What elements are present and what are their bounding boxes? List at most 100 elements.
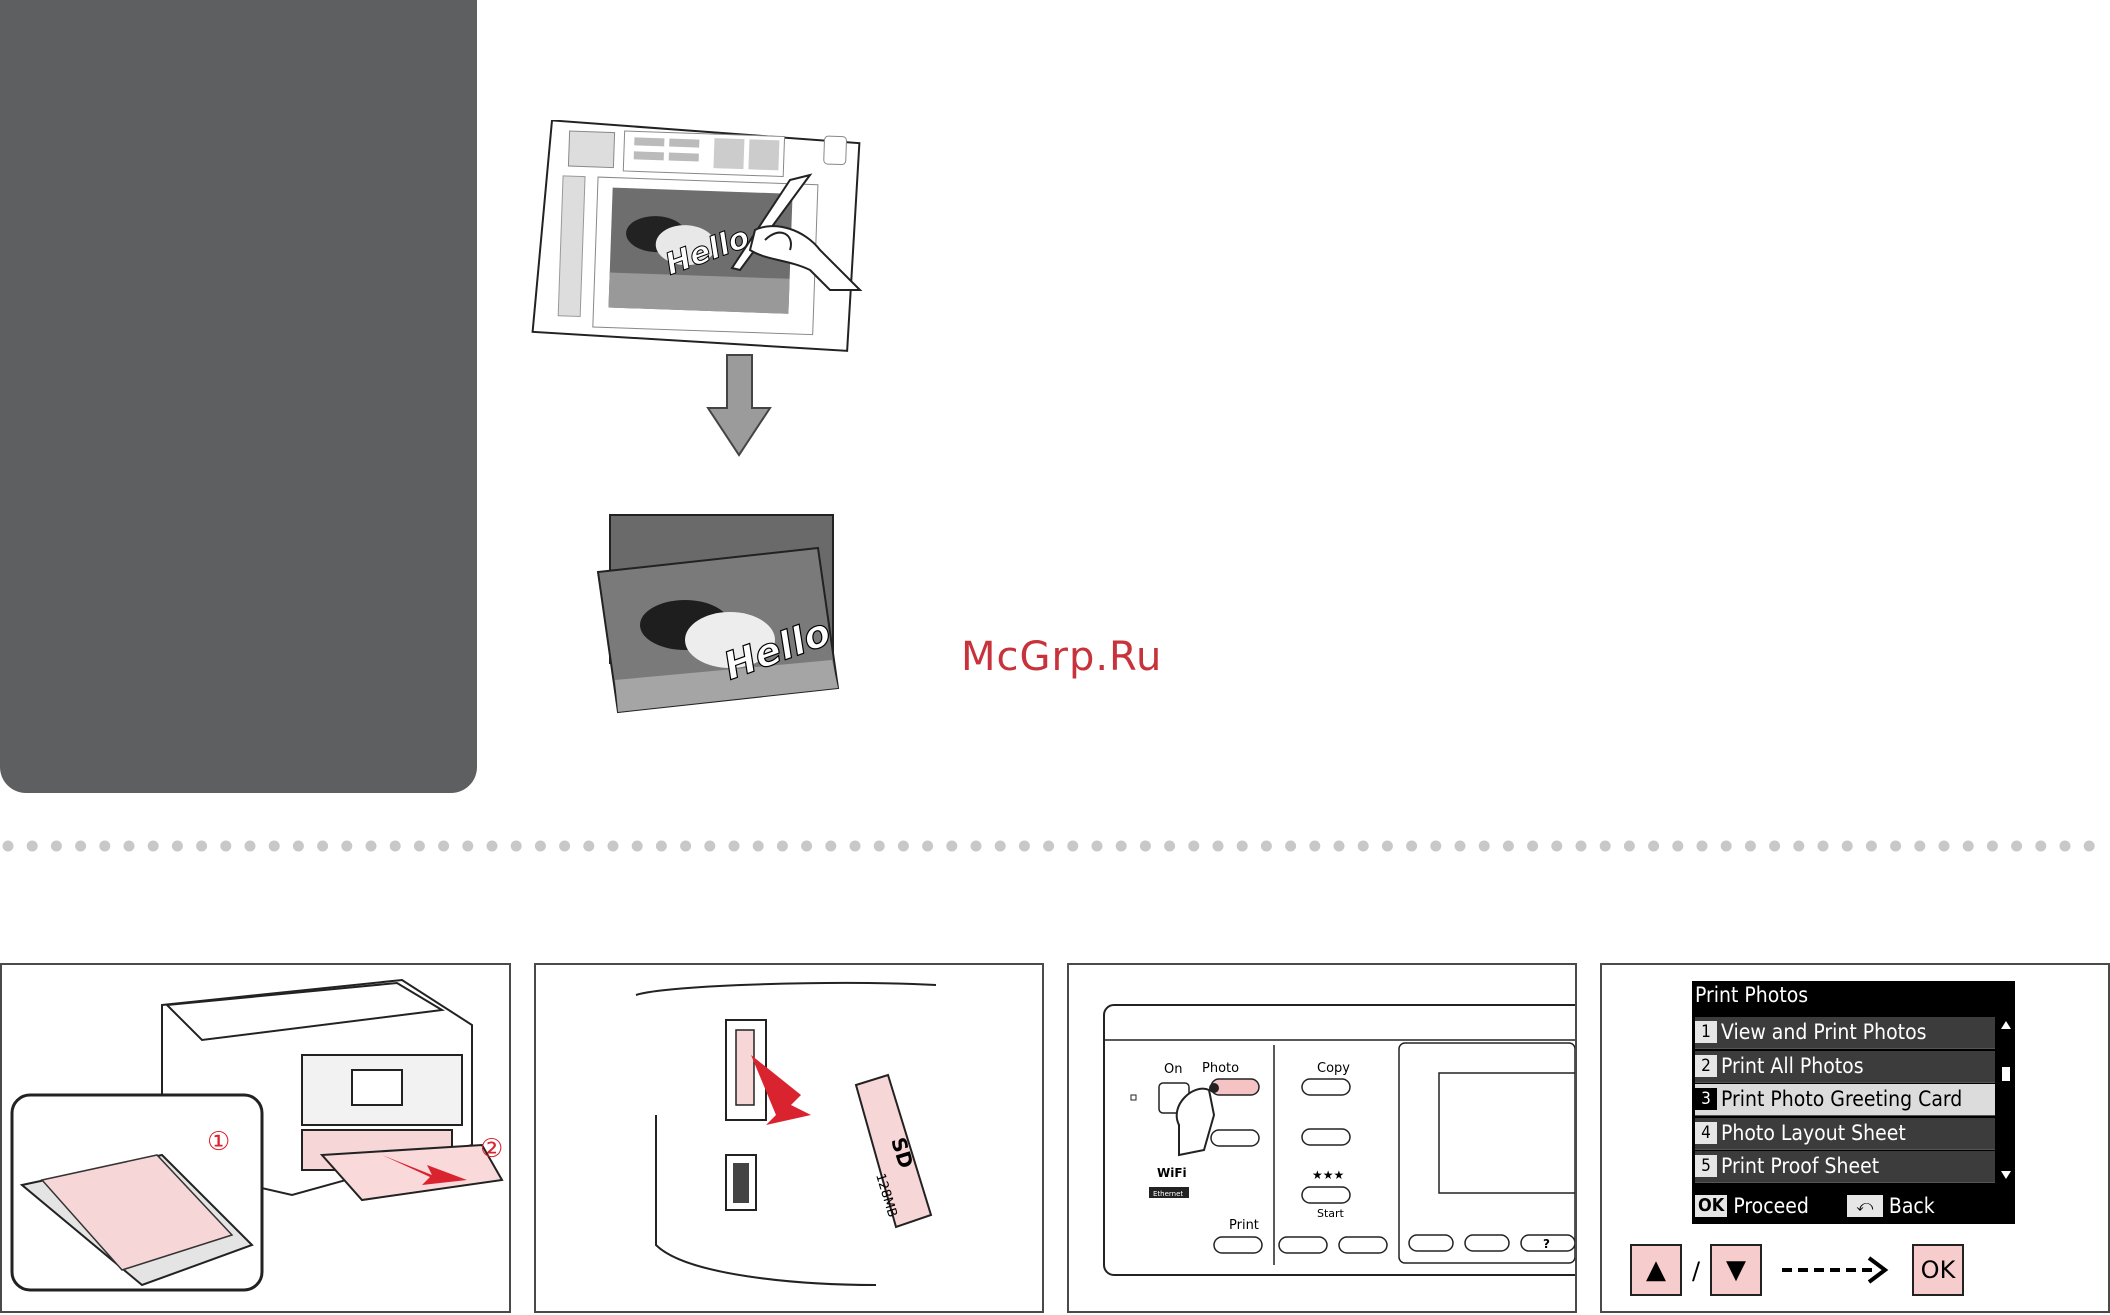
- copy-label: Copy: [1317, 1061, 1350, 1076]
- separator-dot: [1092, 841, 1103, 852]
- dotted-separator: [0, 838, 2110, 854]
- separator-dot: [511, 841, 522, 852]
- separator-dot: [414, 841, 425, 852]
- down-button[interactable]: ▼: [1710, 1244, 1762, 1296]
- step-1-marker: ①: [207, 1127, 230, 1157]
- separator-dot: [1067, 841, 1078, 852]
- menu-footer: OK Proceed ⤺ Back: [1692, 1188, 2015, 1224]
- print-button[interactable]: [1214, 1237, 1262, 1253]
- menu-item-label: Print All Photos: [1721, 1054, 1864, 1078]
- lcd-screen: [1439, 1073, 1575, 1193]
- separator-dot: [1140, 841, 1151, 852]
- separator-dot: [2011, 841, 2022, 852]
- separator-dot: [172, 841, 183, 852]
- separator-dot: [535, 841, 546, 852]
- on-label: On: [1164, 1062, 1182, 1077]
- separator-dot: [1334, 841, 1345, 852]
- menu-item-number: 1: [1695, 1021, 1717, 1043]
- proceed-label: Proceed: [1733, 1194, 1809, 1218]
- separator-dot: [608, 841, 619, 852]
- menu-item-number: 4: [1695, 1122, 1717, 1144]
- separator-dot: [1503, 841, 1514, 852]
- separator-dot: [366, 841, 377, 852]
- printer-paper-illustration: ① ②: [2, 965, 509, 1311]
- template-sheet: Hello: [532, 120, 859, 351]
- up-button[interactable]: ▲: [1630, 1244, 1682, 1296]
- scan-button[interactable]: [1302, 1129, 1350, 1145]
- separator-dot: [1116, 841, 1127, 852]
- menu-item-label: Print Proof Sheet: [1721, 1154, 1879, 1178]
- scroll-up-icon: [2001, 1021, 2011, 1029]
- separator-dot: [1842, 841, 1853, 852]
- menu-item-number: 2: [1695, 1055, 1717, 1077]
- separator-dot: [245, 841, 256, 852]
- menu-item-label: Photo Layout Sheet: [1721, 1121, 1906, 1145]
- quality-button[interactable]: [1302, 1187, 1350, 1203]
- separator-dot: [753, 841, 764, 852]
- start-color-button[interactable]: [1339, 1237, 1387, 1253]
- separator-dot: [850, 841, 861, 852]
- separator-dot: [1576, 841, 1587, 852]
- menu-item-number: 5: [1695, 1155, 1717, 1177]
- separator-dot: [1188, 841, 1199, 852]
- separator-dot: [874, 841, 885, 852]
- photo-label: Photo: [1202, 1061, 1239, 1076]
- separator-dot: [148, 841, 159, 852]
- key-separator: /: [1692, 1257, 1700, 1285]
- separator-dot: [99, 841, 110, 852]
- menu-item-number: 3: [1695, 1088, 1717, 1110]
- secondary-photo-button[interactable]: [1211, 1130, 1259, 1146]
- ok-button[interactable]: OK: [1912, 1244, 1964, 1296]
- separator-dot: [1479, 841, 1490, 852]
- dashed-arrow-icon: [1777, 1248, 1897, 1292]
- setup-button[interactable]: [1465, 1235, 1509, 1251]
- separator-dot: [1866, 841, 1877, 852]
- separator-dot: [1793, 841, 1804, 852]
- separator-dot: [1164, 841, 1175, 852]
- separator-dot: [1721, 841, 1732, 852]
- step-panel-insert-card: SD 128MB: [534, 963, 1044, 1313]
- menu-button[interactable]: [1409, 1235, 1453, 1251]
- separator-dot: [632, 841, 643, 852]
- start-label: Start: [1317, 1207, 1345, 1220]
- start-bw-button[interactable]: [1279, 1237, 1327, 1253]
- separator-dot: [341, 841, 352, 852]
- copy-button[interactable]: [1302, 1079, 1350, 1095]
- sidebar-block: [0, 0, 477, 793]
- separator-dot: [583, 841, 594, 852]
- menu-scrollbar[interactable]: [2000, 1019, 2012, 1183]
- separator-dot: [2035, 841, 2046, 852]
- separator-dot: [1406, 841, 1417, 852]
- separator-dot: [390, 841, 401, 852]
- step-2-marker: ②: [480, 1134, 503, 1164]
- separator-dot: [1455, 841, 1466, 852]
- separator-dot: [1939, 841, 1950, 852]
- separator-dot: [438, 841, 449, 852]
- watermark: McGrp.Ru: [961, 634, 1162, 680]
- sd-card-icon: SD 128MB: [856, 1075, 931, 1227]
- separator-dot: [3, 841, 14, 852]
- separator-dot: [801, 841, 812, 852]
- separator-dot: [1285, 841, 1296, 852]
- separator-dot: [1672, 841, 1683, 852]
- separator-dot: [729, 841, 740, 852]
- separator-dot: [1261, 841, 1272, 852]
- separator-dot: [898, 841, 909, 852]
- separator-dot: [220, 841, 231, 852]
- separator-dot: [75, 841, 86, 852]
- separator-dot: [293, 841, 304, 852]
- separator-dot: [995, 841, 1006, 852]
- ethernet-label: Ethernet: [1153, 1190, 1183, 1198]
- separator-dot: [1624, 841, 1635, 852]
- output-tray: [322, 1145, 502, 1200]
- separator-dot: [1527, 841, 1538, 852]
- separator-dot: [51, 841, 62, 852]
- printed-card: Hello: [598, 548, 838, 712]
- print-label: Print: [1229, 1218, 1259, 1233]
